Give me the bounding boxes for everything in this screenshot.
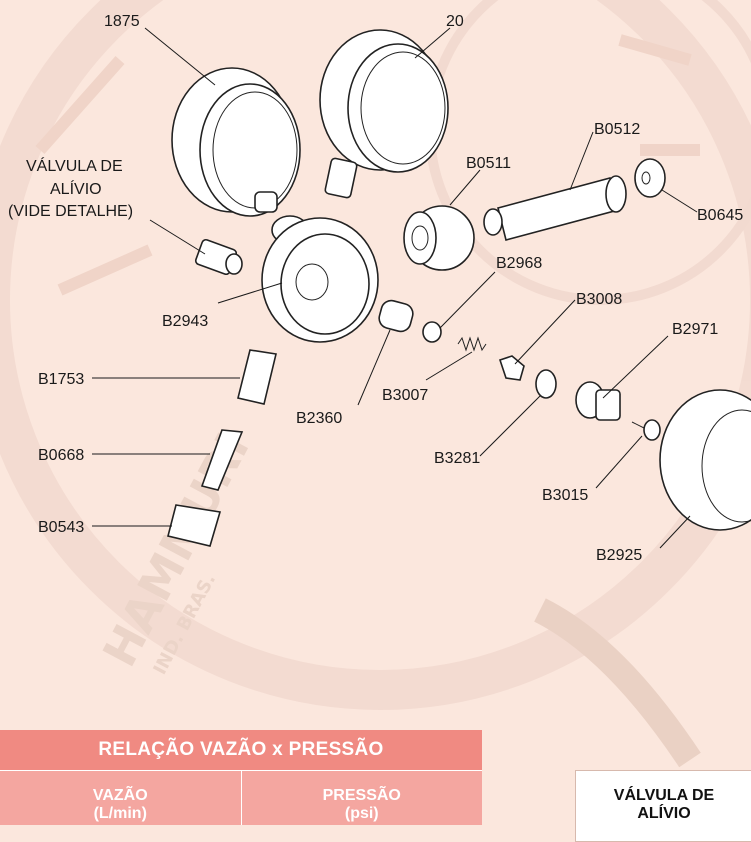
flow-pressure-table: RELAÇÃO VAZÃO x PRESSÃO VAZÃO (L/min) PR… <box>0 730 482 825</box>
col-flow-name: VAZÃO <box>92 787 148 804</box>
callout-b3281: B3281 <box>434 450 480 467</box>
gauge-20-drawing <box>319 29 449 199</box>
callout-20: 20 <box>446 13 464 30</box>
callout-b0511: B0511 <box>466 155 511 172</box>
col-pressure-unit: (psi) <box>344 805 379 822</box>
callout-b2971: B2971 <box>672 321 718 338</box>
b2360-bushing-drawing <box>378 299 414 333</box>
regulator-body-drawing <box>261 215 379 343</box>
b0668-barb-drawing <box>200 429 244 491</box>
callout-relief-valve-line3: (VIDE DETALHE) <box>8 203 133 220</box>
b3008-poppet-drawing <box>498 355 525 381</box>
callout-b0668: B0668 <box>38 447 84 464</box>
col-pressure-name: PRESSÃO <box>322 787 401 804</box>
relief-table-title: VÁLVULA DE ALÍVIO <box>576 771 751 823</box>
b1753-fitting-drawing <box>237 349 277 405</box>
relief-valve-table: VÁLVULA DE ALÍVIO A <box>575 770 751 842</box>
callout-labels: 1875 20 B0512 B0511 B0645 VÁLVULA DE ALÍ… <box>8 13 743 564</box>
callout-relief-valve-line1: VÁLVULA DE <box>26 156 123 175</box>
relief-title-line1: VÁLVULA DE <box>613 787 715 804</box>
relief-title-line2: ALÍVIO <box>637 805 691 822</box>
b0512-tube-drawing <box>483 175 627 241</box>
callout-1875: 1875 <box>104 13 140 30</box>
gauge-1875-drawing <box>171 67 301 217</box>
callout-b2360: B2360 <box>296 410 342 427</box>
b0645-washer-drawing <box>634 158 666 198</box>
callout-b0543: B0543 <box>38 519 84 536</box>
callout-b0645: B0645 <box>697 207 743 224</box>
callout-b2925: B2925 <box>596 547 642 564</box>
b3281-oring-drawing <box>535 369 557 399</box>
table-header-row: VAZÃO (L/min) PRESSÃO (psi) <box>0 770 482 825</box>
col-flow-unit: (L/min) <box>93 805 147 822</box>
col-flow-header: VAZÃO (L/min) <box>0 771 241 825</box>
callout-b2968: B2968 <box>496 255 542 272</box>
callout-b1753: B1753 <box>38 371 84 388</box>
callout-b0512: B0512 <box>594 121 640 138</box>
relief-valve-drawing <box>194 238 243 276</box>
b3007-spring-drawing <box>457 336 487 352</box>
leader-lines <box>92 27 698 549</box>
b3015-pin-drawing <box>631 419 661 441</box>
b2925-cover-drawing <box>659 389 751 531</box>
b2971-plug-drawing <box>575 381 621 421</box>
exploded-view-diagram: HAMMURI IND. BRAS. <box>0 0 751 768</box>
col-pressure-header: PRESSÃO (psi) <box>240 771 483 825</box>
callout-b3015: B3015 <box>542 487 588 504</box>
table-title: RELAÇÃO VAZÃO x PRESSÃO <box>0 730 482 770</box>
callout-b2943: B2943 <box>162 313 208 330</box>
b0511-nut-drawing <box>403 205 475 271</box>
callout-b3008: B3008 <box>576 291 622 308</box>
b2968-seat-drawing <box>422 321 442 343</box>
callout-relief-valve-line2: ALÍVIO <box>50 179 102 198</box>
callout-b3007: B3007 <box>382 387 428 404</box>
